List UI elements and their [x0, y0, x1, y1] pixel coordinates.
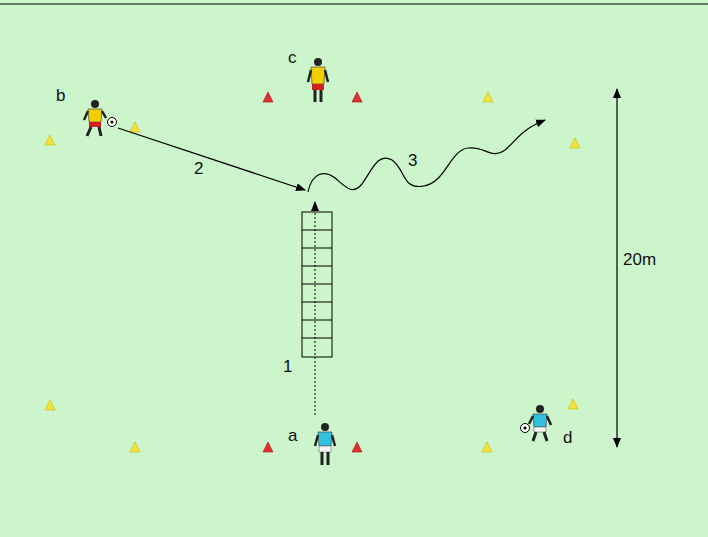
player-letter: d — [562, 429, 573, 446]
player-blue — [529, 405, 551, 441]
top-rule — [0, 4, 708, 5]
dribble-path — [308, 120, 545, 192]
player-letter: c — [287, 49, 298, 66]
agility-ladder — [302, 212, 332, 357]
player-letter: a — [287, 427, 298, 444]
player-yellow — [308, 58, 328, 102]
player-yellow — [84, 100, 106, 136]
dimension-arrow — [616, 89, 617, 447]
dimension-label: 20m — [622, 251, 657, 268]
callout-number: 2 — [193, 160, 204, 177]
cones — [45, 92, 580, 452]
player-blue — [315, 423, 335, 465]
ball — [108, 118, 117, 127]
pass-arrow — [118, 128, 305, 190]
player-letter: b — [55, 87, 66, 104]
callout-number: 3 — [407, 152, 418, 169]
ball — [521, 424, 530, 433]
callout-number: 1 — [282, 358, 293, 375]
run-path — [315, 202, 316, 415]
